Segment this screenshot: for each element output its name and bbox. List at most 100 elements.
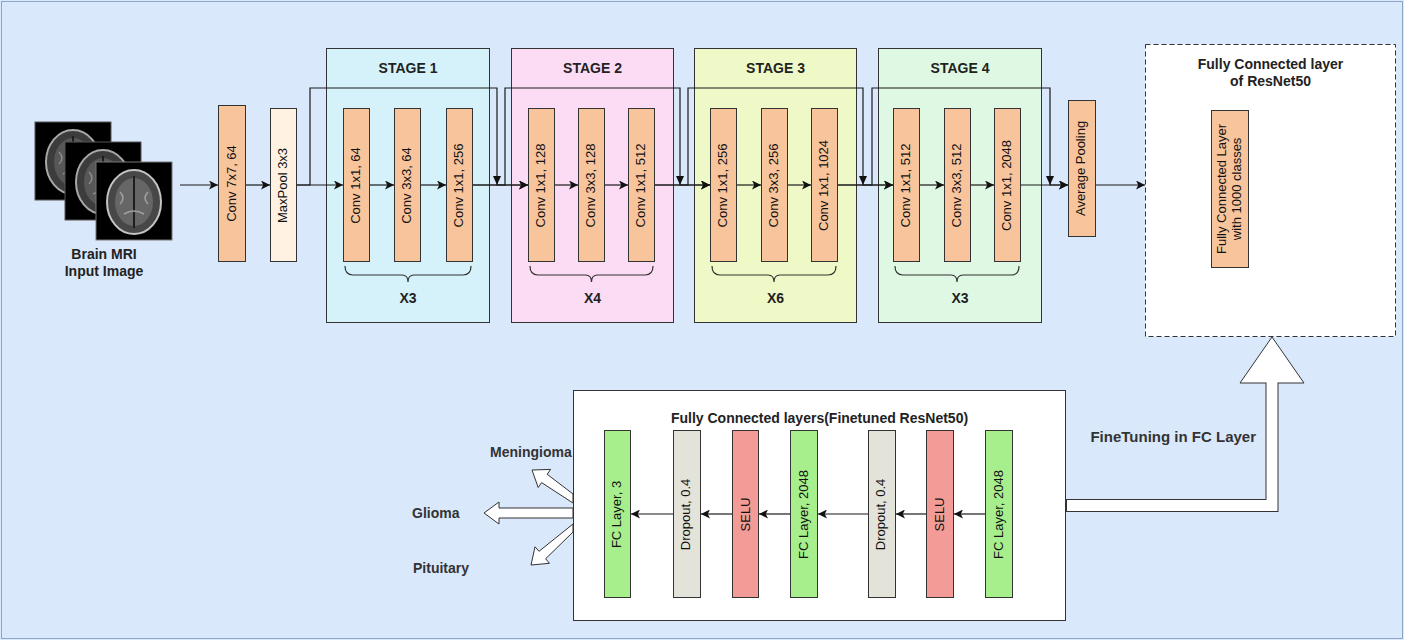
connector-line — [555, 184, 578, 185]
connector-line — [788, 184, 811, 185]
stage-group: STAGE 2 X4 Conv 1x1, 128 Conv 3x3, 128 Conv … — [511, 48, 674, 323]
layer-label: Conv 1x1, 1024 — [817, 139, 832, 230]
mri-image — [96, 162, 172, 240]
conv-layer: Conv 1x1, 256 — [446, 108, 473, 262]
connector-line — [896, 513, 926, 514]
layer-label: FC Layer, 2048 — [992, 470, 1007, 559]
layer-label: Dropout, 0.4 — [875, 478, 890, 550]
hollow-arrow-fill — [1067, 381, 1272, 506]
connector-line — [759, 513, 790, 514]
edge-label: FineTuning in FC Layer — [1088, 428, 1258, 446]
group-title: Brain MRI Input Image — [56, 246, 152, 280]
layer-label: Conv 3x3, 512 — [950, 143, 965, 227]
conv-layer: Conv 3x3, 512 — [944, 108, 971, 262]
class-label: Glioma — [412, 505, 459, 522]
stage-group: STAGE 3X6Conv 1x1, 256Conv 3x3, 256Conv … — [694, 48, 857, 323]
finetune-group-ground — [574, 391, 1066, 621]
layer-label: Conv 7x7, 64 — [225, 145, 240, 222]
repeat-bracket — [895, 266, 1019, 282]
output-arrow — [531, 524, 573, 565]
layer-label: Conv 1x1, 256 — [716, 143, 731, 227]
group-title: STAGE 2 — [511, 60, 674, 77]
layer-label: Conv 3x3, 256 — [767, 143, 782, 227]
conv-layer: Conv 3x3, 64 — [394, 108, 421, 262]
junction-arrowhead — [676, 176, 684, 185]
group-title: Fully Connected layer of ResNet50 — [1193, 56, 1348, 90]
fc-layer: Fully Connected Layer with 1000 classes — [1211, 110, 1249, 268]
maxpool-layer: MaxPool 3x3 — [270, 108, 297, 262]
conv-layer: Conv 3x3, 128 — [578, 108, 605, 262]
connector — [421, 185, 446, 186]
conv-layer: Conv 7x7, 64 — [218, 105, 246, 262]
layer-label: SELU — [738, 497, 753, 531]
finetune-group: Fully Connected layers(Finetuned ResNet5… — [573, 390, 1066, 621]
connector — [971, 185, 994, 186]
layer-label: Average Pooling — [1075, 121, 1090, 216]
stage-group-ground — [879, 49, 1042, 323]
hollow-arrowhead — [1240, 337, 1304, 383]
layer-label: Fully Connected Layer with 1000 classes — [1215, 117, 1245, 261]
junction-arrowhead — [493, 176, 501, 185]
stage-group-ground — [327, 49, 490, 323]
conv-layer: Conv 1x1, 128 — [528, 108, 555, 262]
fc-layer: FC Layer, 2048 — [790, 430, 818, 598]
fc-layer: FC Layer, 2048 — [985, 430, 1013, 598]
dropout-layer: Dropout, 0.4 — [868, 430, 896, 598]
connector — [631, 514, 673, 515]
connector — [180, 185, 218, 186]
layer-label: MaxPool 3x3 — [276, 147, 291, 222]
repeat-count: X3 — [878, 290, 1042, 307]
repeat-count: X3 — [326, 290, 490, 307]
output-arrow — [532, 469, 573, 503]
connector — [605, 185, 628, 186]
class-label: Meningioma — [490, 444, 572, 461]
connector-line — [920, 184, 944, 185]
conv-layer: Conv 3x3, 256 — [761, 108, 788, 262]
group-title: STAGE 1 — [326, 60, 490, 77]
repeat-bracket — [530, 266, 653, 282]
connector — [701, 514, 732, 515]
group-title: STAGE 4 — [878, 60, 1042, 77]
class-label: Pituitary — [413, 560, 469, 577]
connector — [1096, 185, 1145, 186]
stage-group-ground — [695, 49, 857, 323]
connector-line — [605, 184, 628, 185]
connector — [1066, 337, 1304, 506]
repeat-bracket — [345, 266, 471, 282]
layer-label: Dropout, 0.4 — [680, 478, 695, 550]
layer-label: FC Layer, 3 — [610, 480, 625, 547]
connector-line — [954, 513, 985, 514]
fc-layer: FC Layer, 3 — [604, 430, 631, 598]
layer-label: Conv 1x1, 256 — [452, 143, 467, 227]
avgpool-layer: Average Pooling — [1068, 100, 1096, 237]
selu-layer: SELU — [732, 430, 759, 598]
layer-label: Conv 1x1, 512 — [899, 143, 914, 227]
fc-group: Fully Connected layer of ResNet50Fully C… — [1145, 44, 1396, 337]
connector — [737, 185, 761, 186]
connector — [246, 185, 270, 186]
output-arrow — [484, 502, 573, 524]
conv-layer: Conv 1x1, 512 — [893, 108, 920, 262]
layer-label: Conv 3x3, 64 — [400, 147, 415, 224]
layer-label: Conv 3x3, 128 — [584, 143, 599, 227]
layer-label: Conv 1x1, 2048 — [1000, 139, 1015, 230]
connector — [555, 185, 578, 186]
connector-line — [421, 184, 446, 185]
layer-label: Conv 1x1, 64 — [349, 147, 364, 224]
stage-group: STAGE 1 X3 Conv 1x1, 64 Conv 3x3, 64 Conv 1x… — [326, 48, 490, 323]
repeat-count: X4 — [511, 290, 674, 307]
connector — [818, 514, 868, 515]
conv-layer: Conv 1x1, 2048 — [994, 108, 1021, 262]
conv-layer: Conv 1x1, 64 — [343, 108, 370, 262]
connector — [896, 514, 926, 515]
conv-layer: Conv 1x1, 256 — [710, 108, 737, 262]
connector — [788, 185, 811, 186]
layer-label: FC Layer, 2048 — [797, 470, 812, 559]
fc-group-ground — [1146, 45, 1396, 337]
conv-layer: Conv 1x1, 512 — [628, 108, 655, 262]
